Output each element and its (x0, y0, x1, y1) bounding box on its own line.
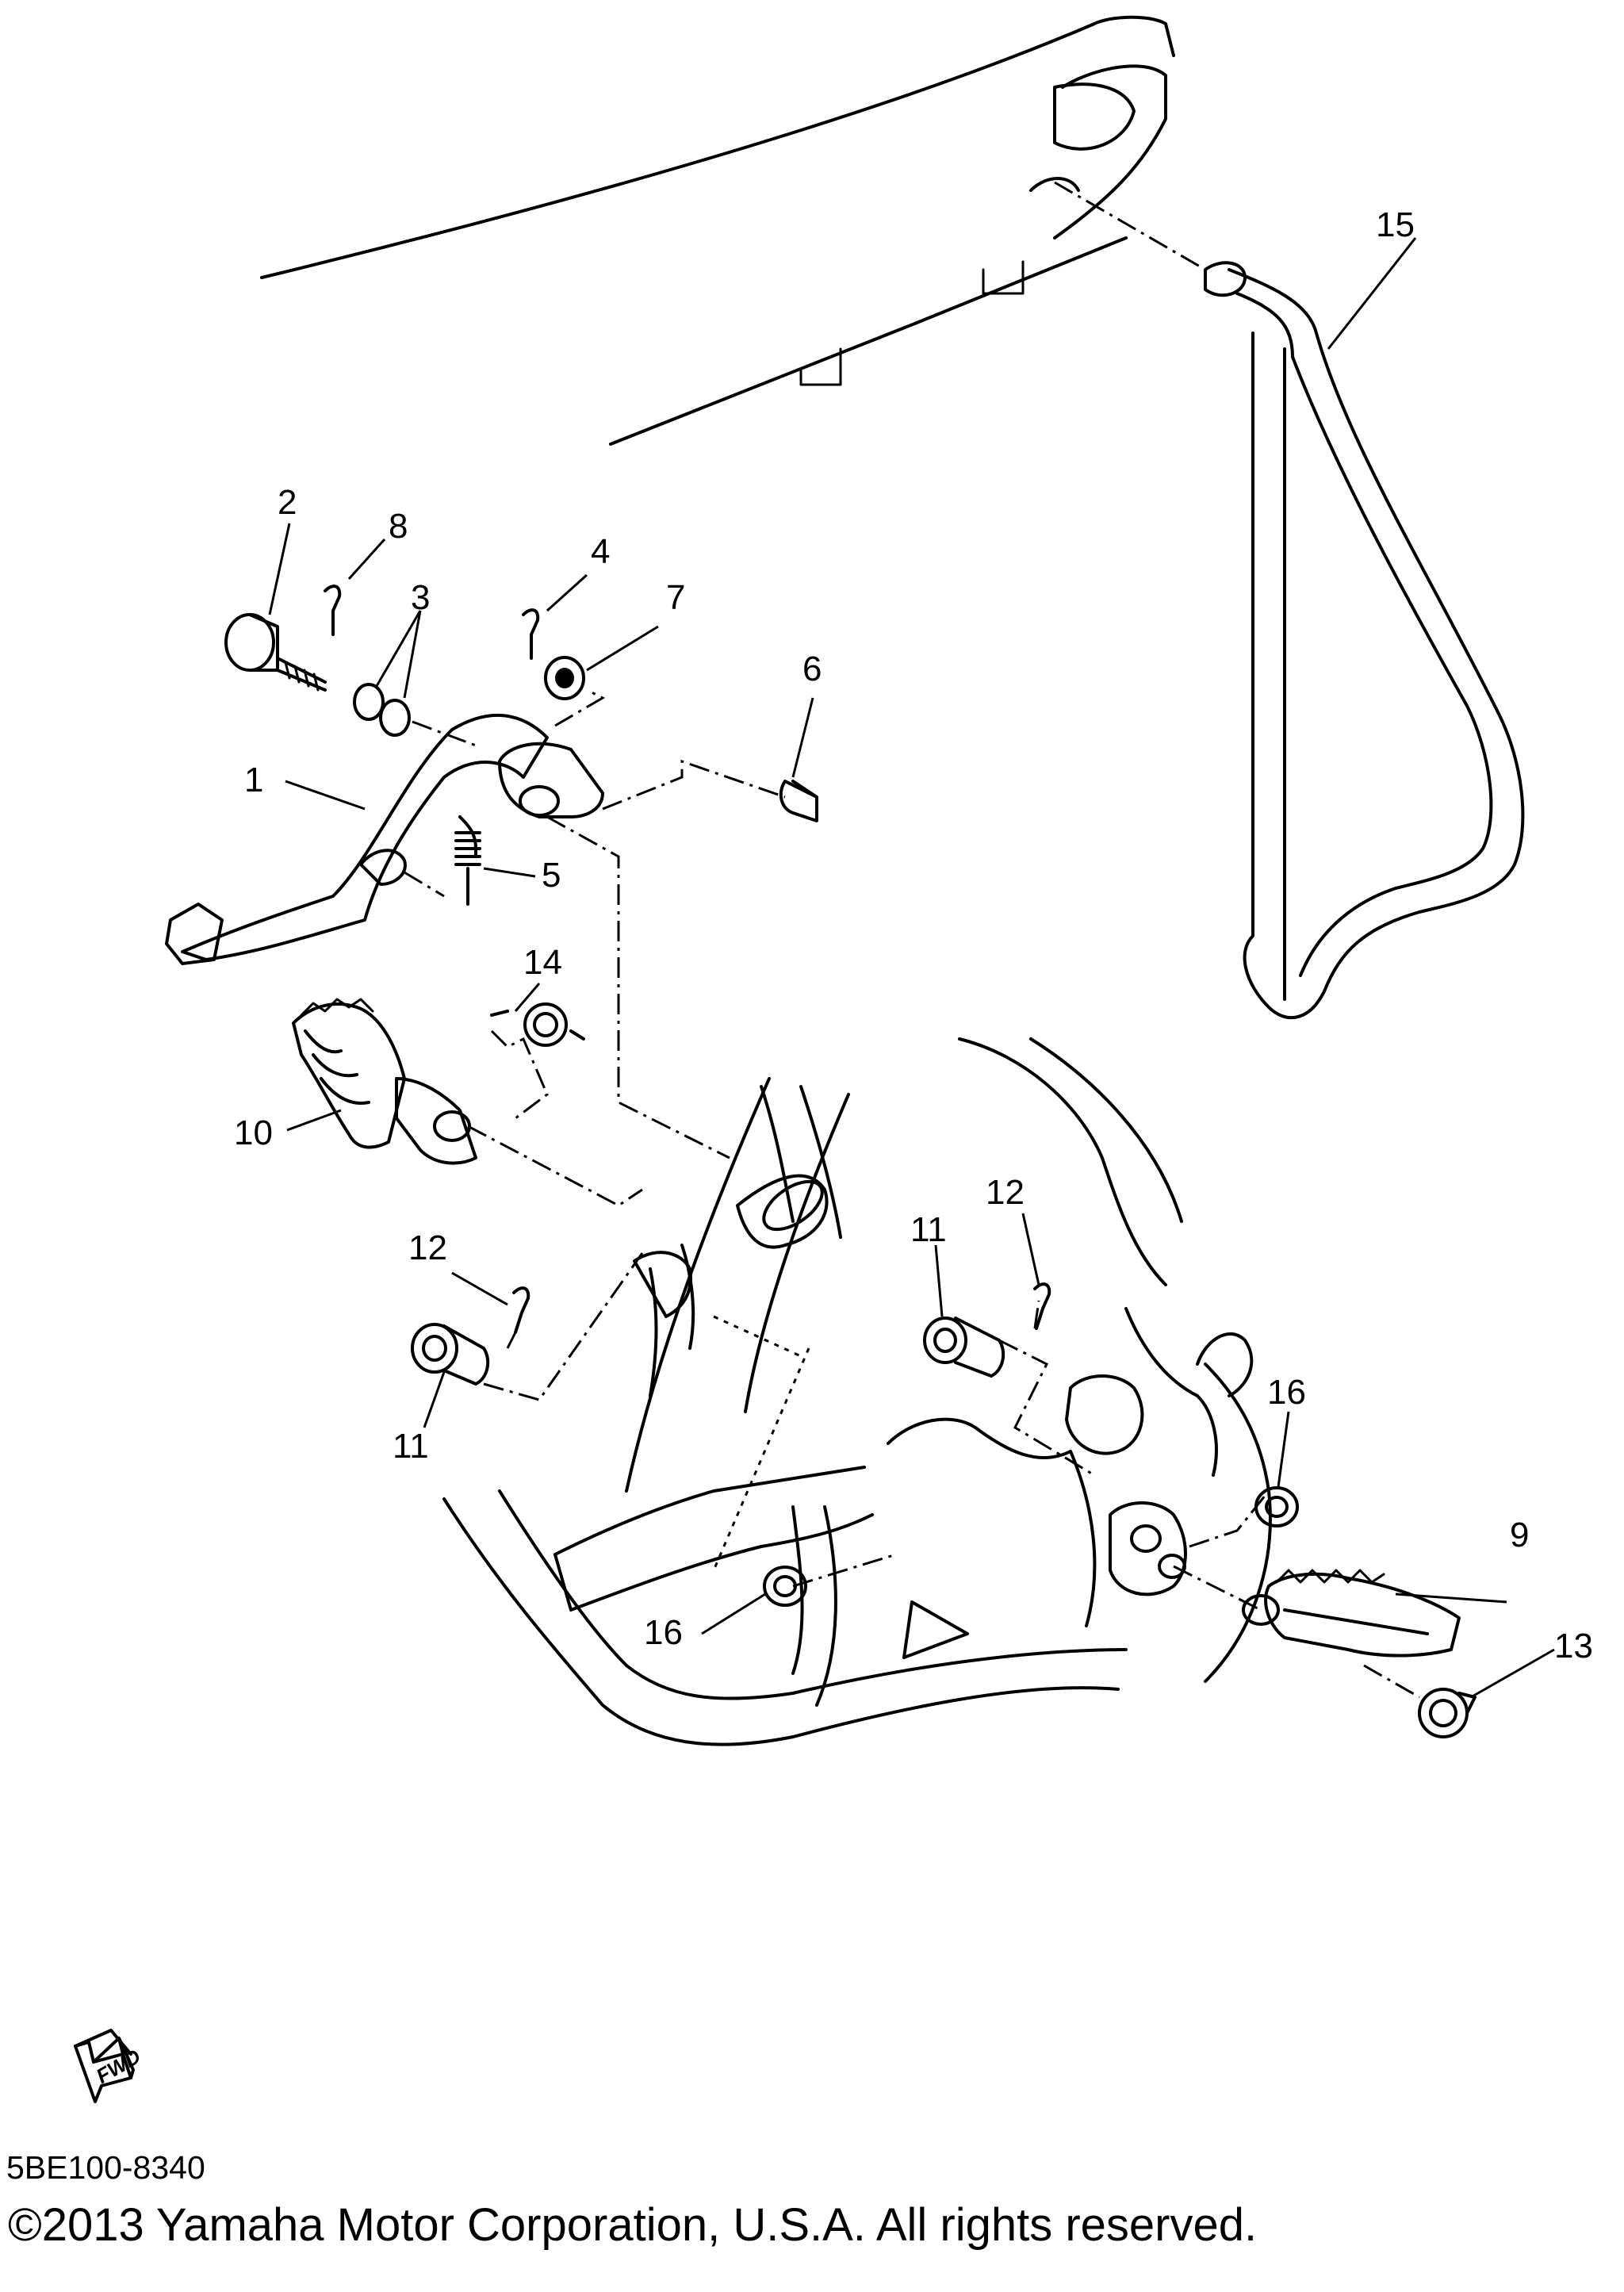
footrest-bracket-left (633, 1251, 692, 1318)
part-4-cotter-pin (522, 608, 540, 660)
part-5-spring (454, 815, 481, 906)
callout-10: 10 (234, 1113, 273, 1152)
callout-12-right: 12 (986, 1173, 1025, 1212)
fwd-arrow-icon: FWD (74, 2029, 144, 2103)
callout-12-left: 12 (408, 1228, 447, 1267)
part-6-pin (779, 780, 818, 822)
callout-14: 14 (523, 943, 562, 982)
part-8-cotter-pin (324, 584, 342, 636)
frame-mount-plate (736, 1174, 829, 1249)
part-12-cotter-pin-left (512, 1286, 530, 1334)
part-1-brake-pedal (165, 713, 604, 965)
callout-4: 4 (591, 532, 610, 571)
mount-slot (762, 1179, 824, 1232)
assembly-lines (404, 688, 1420, 1699)
engine-boss (1065, 1374, 1144, 1455)
callout-5: 5 (542, 856, 561, 895)
lower-frame-rail (442, 1489, 1128, 1746)
callout-1: 1 (244, 761, 263, 799)
fender-tab (799, 260, 1025, 386)
fender-bracket (1029, 82, 1136, 192)
part-11-bolt-left (411, 1323, 490, 1386)
callout-13: 13 (1554, 1627, 1593, 1665)
frame-outline-right (1124, 1307, 1254, 1477)
part-11-bolt-right (923, 1317, 1005, 1378)
copyright-notice: ©2013 Yamaha Motor Corporation, U.S.A. A… (8, 2199, 1258, 2251)
callout-16-lower: 16 (644, 1613, 683, 1652)
part-16-washer-upper (1254, 1486, 1299, 1527)
frame-mid-left (649, 1244, 695, 1397)
callout-6: 6 (802, 650, 822, 688)
footrest-bracket-right (1109, 1501, 1187, 1596)
part-2-pivot-bolt (224, 613, 327, 692)
callout-11-right: 11 (910, 1210, 947, 1249)
part-9-footrest-right (1242, 1569, 1461, 1658)
callout-11-left: 11 (393, 1427, 429, 1466)
callout-16-upper: 16 (1267, 1373, 1306, 1412)
callout-3: 3 (411, 578, 430, 617)
frame-outline (260, 15, 1272, 1746)
part-3-o-ring-b (379, 699, 411, 737)
frame-triangle (902, 1600, 969, 1659)
callout-labels: 1 2 3 4 5 6 7 8 9 10 11 11 12 12 13 14 1… (234, 205, 1593, 1665)
part-14-spring (490, 1002, 585, 1047)
callout-8: 8 (389, 507, 408, 546)
leader-lines (268, 237, 1555, 1699)
part-10-footrest-left (292, 998, 477, 1165)
callout-7: 7 (666, 578, 685, 617)
callout-15: 15 (1376, 205, 1415, 244)
diagram-code: 5BE100-8340 (6, 2149, 205, 2186)
frame-upper-left (760, 1085, 842, 1239)
part-13-spring (1418, 1688, 1477, 1738)
callout-9: 9 (1510, 1516, 1529, 1554)
frame-gusset (553, 1466, 874, 1612)
part-12-cotter-pin-right (1033, 1282, 1051, 1330)
part-3-o-ring-a (353, 683, 385, 721)
engine-case (791, 1417, 1097, 1707)
rear-fender (260, 15, 1175, 446)
part-16-washer-lower (763, 1566, 807, 1607)
part-7-washer (544, 656, 585, 700)
callout-2: 2 (278, 483, 297, 522)
part-15-stand (1054, 181, 1525, 1019)
hidden-line (712, 1315, 810, 1571)
